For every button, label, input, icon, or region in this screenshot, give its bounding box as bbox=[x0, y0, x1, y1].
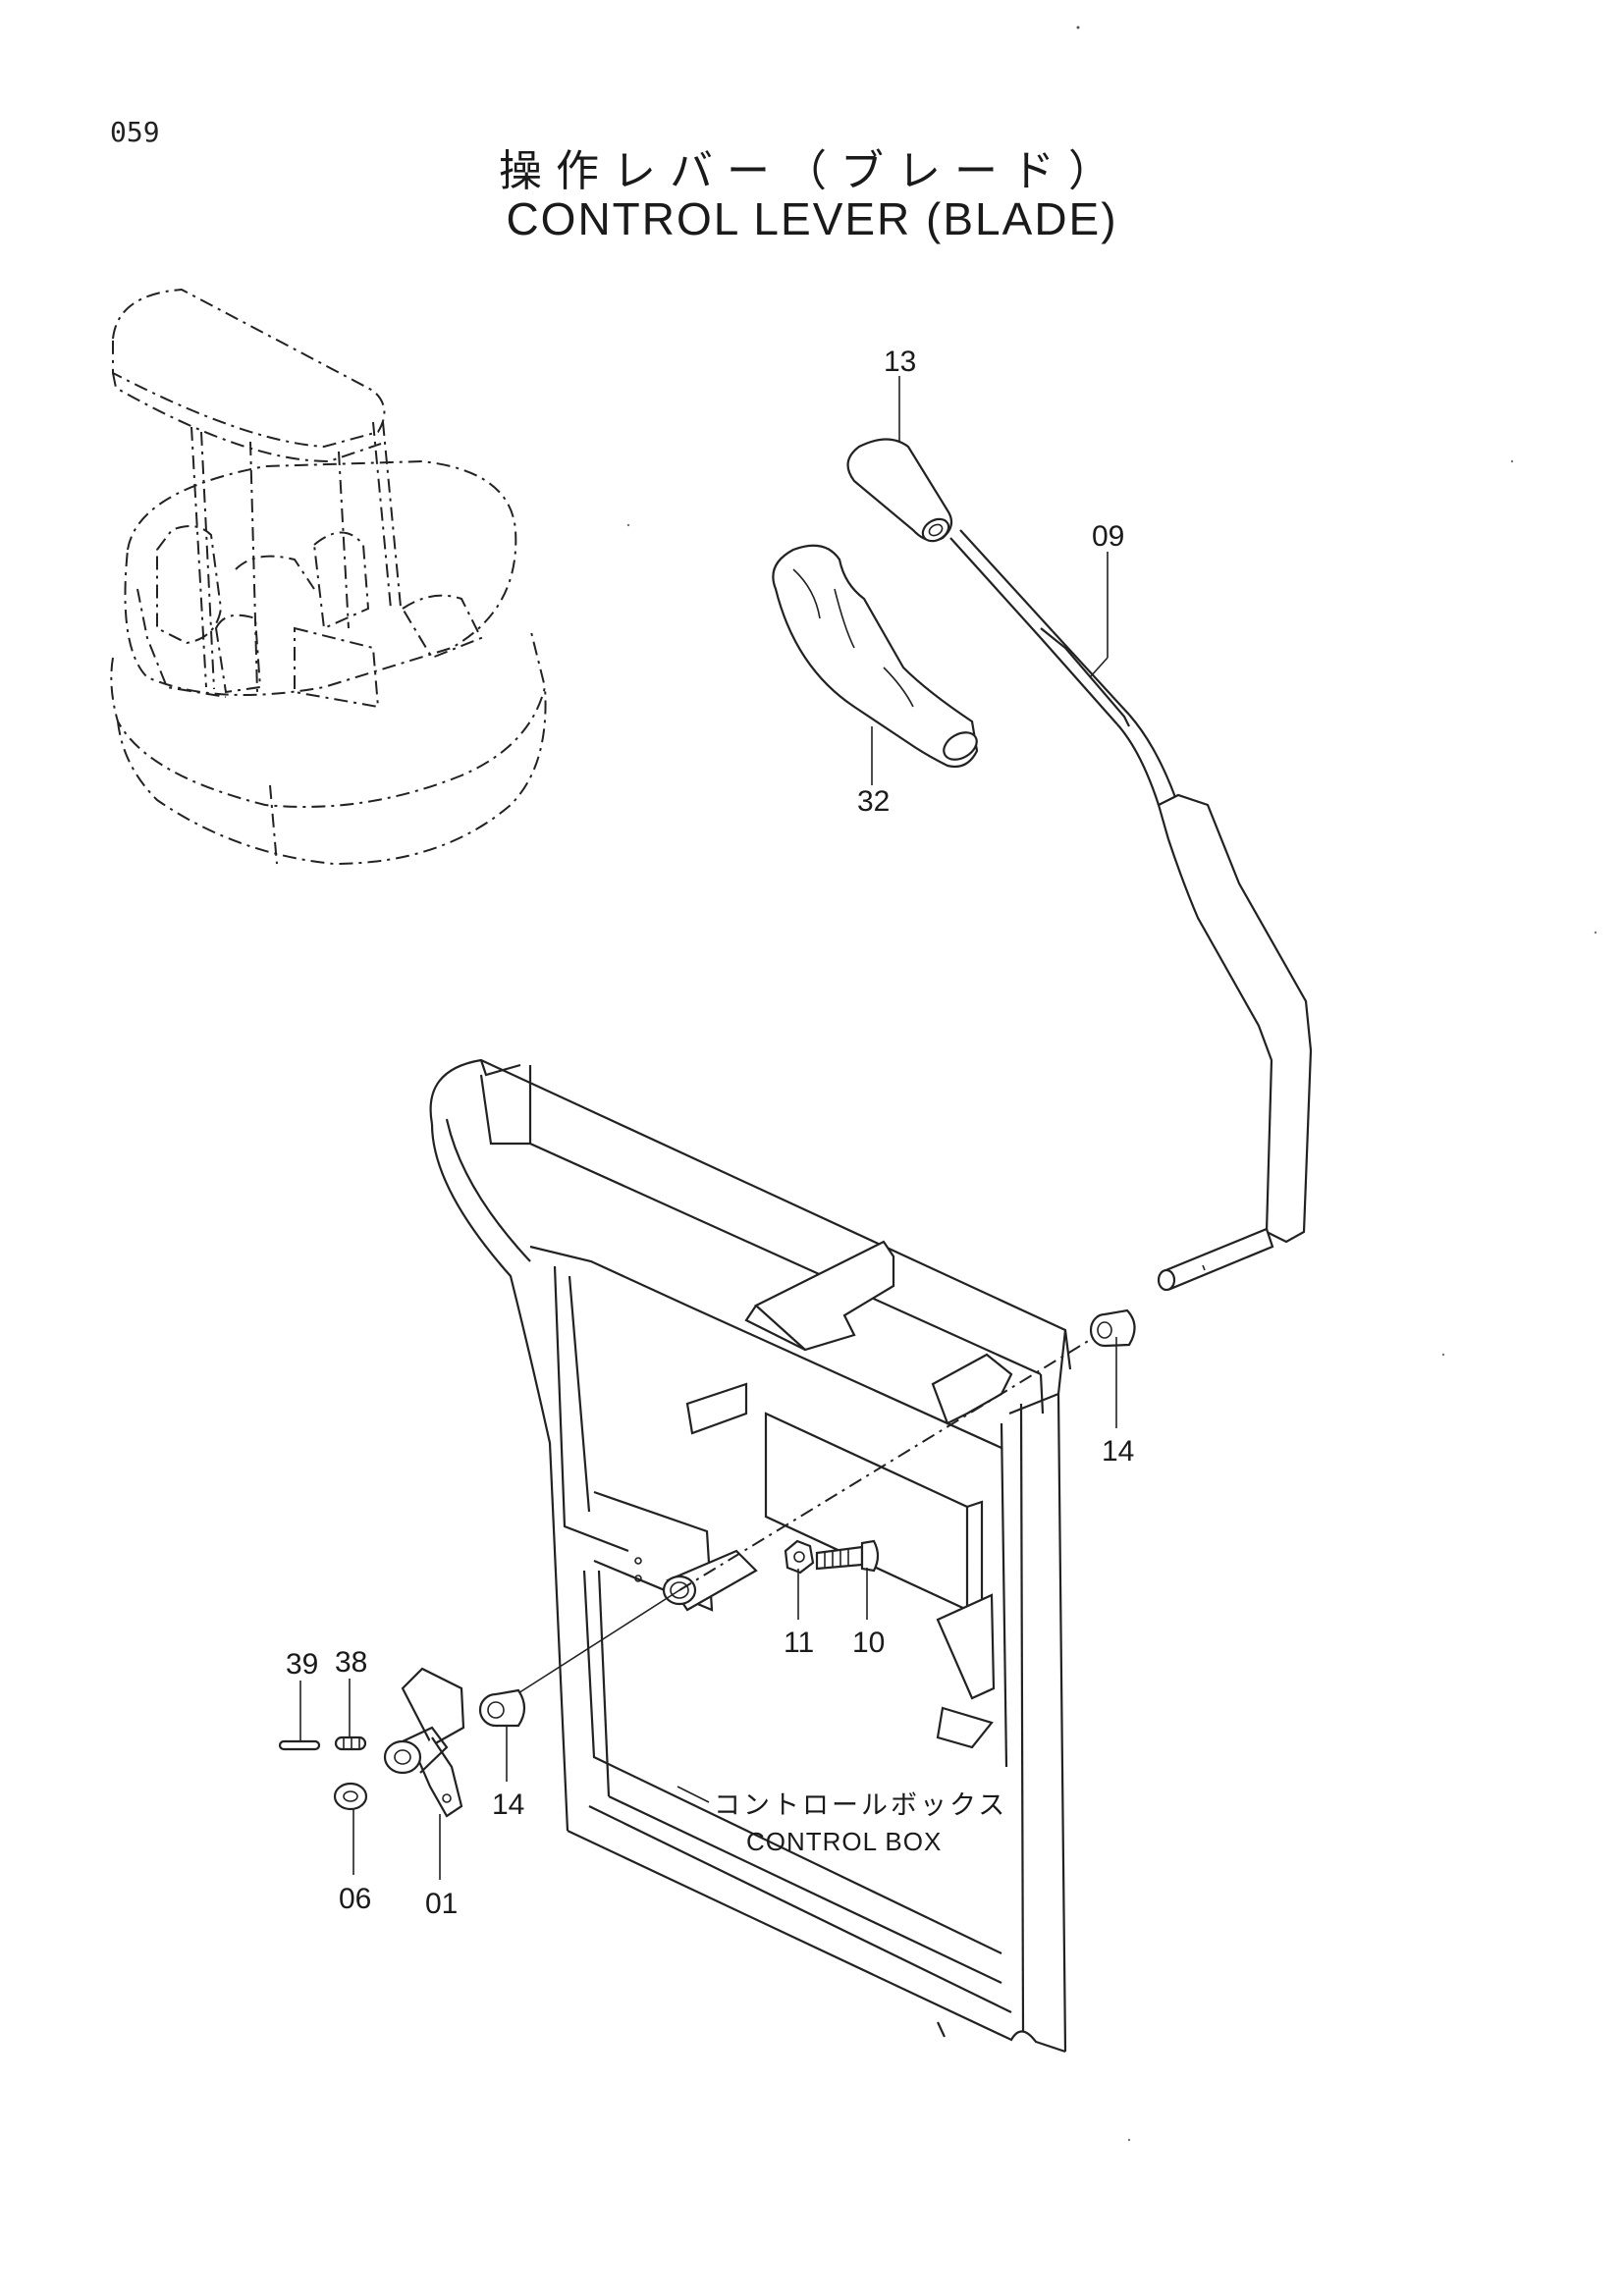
page-number: 059 bbox=[110, 116, 160, 148]
pin-39 bbox=[278, 1739, 321, 1751]
washer-06 bbox=[333, 1782, 368, 1811]
control-box-housing bbox=[429, 1058, 1072, 2054]
arm-01 bbox=[383, 1667, 465, 1818]
title-japanese: 操作レバー（ブレード） bbox=[499, 146, 1125, 196]
boot-32 bbox=[772, 544, 979, 769]
callout-09: 09 bbox=[1092, 520, 1124, 553]
bolt-10 bbox=[815, 1539, 880, 1573]
control-box-label-jp: コントロールボックス bbox=[714, 1790, 1007, 1821]
callout-39: 39 bbox=[286, 1648, 318, 1681]
callout-06: 06 bbox=[339, 1883, 371, 1915]
bushing-14-top bbox=[1089, 1308, 1136, 1348]
assembly-axis-line-lower bbox=[510, 1589, 680, 1699]
callout-11: 11 bbox=[784, 1627, 814, 1659]
callout-38: 38 bbox=[335, 1646, 367, 1679]
callout-14-top: 14 bbox=[1102, 1435, 1134, 1468]
callout-10: 10 bbox=[852, 1627, 885, 1659]
callout-13: 13 bbox=[884, 346, 916, 378]
control-lever-09 bbox=[949, 529, 1313, 1292]
title-english: CONTROL LEVER (BLADE) bbox=[506, 193, 1118, 244]
callout-01: 01 bbox=[425, 1888, 458, 1920]
nut-11 bbox=[784, 1539, 815, 1575]
control-box-label-en: CONTROL BOX bbox=[746, 1827, 942, 1856]
knob-13 bbox=[846, 438, 953, 543]
machine-overview-illustration bbox=[110, 288, 547, 866]
assembly-axis-line bbox=[678, 1339, 1091, 1591]
callout-14-bottom: 14 bbox=[492, 1789, 524, 1821]
bushing-14-bottom bbox=[478, 1688, 526, 1728]
callout-leaders bbox=[299, 376, 1117, 1880]
callout-32: 32 bbox=[857, 785, 890, 818]
pin-38 bbox=[334, 1735, 367, 1751]
